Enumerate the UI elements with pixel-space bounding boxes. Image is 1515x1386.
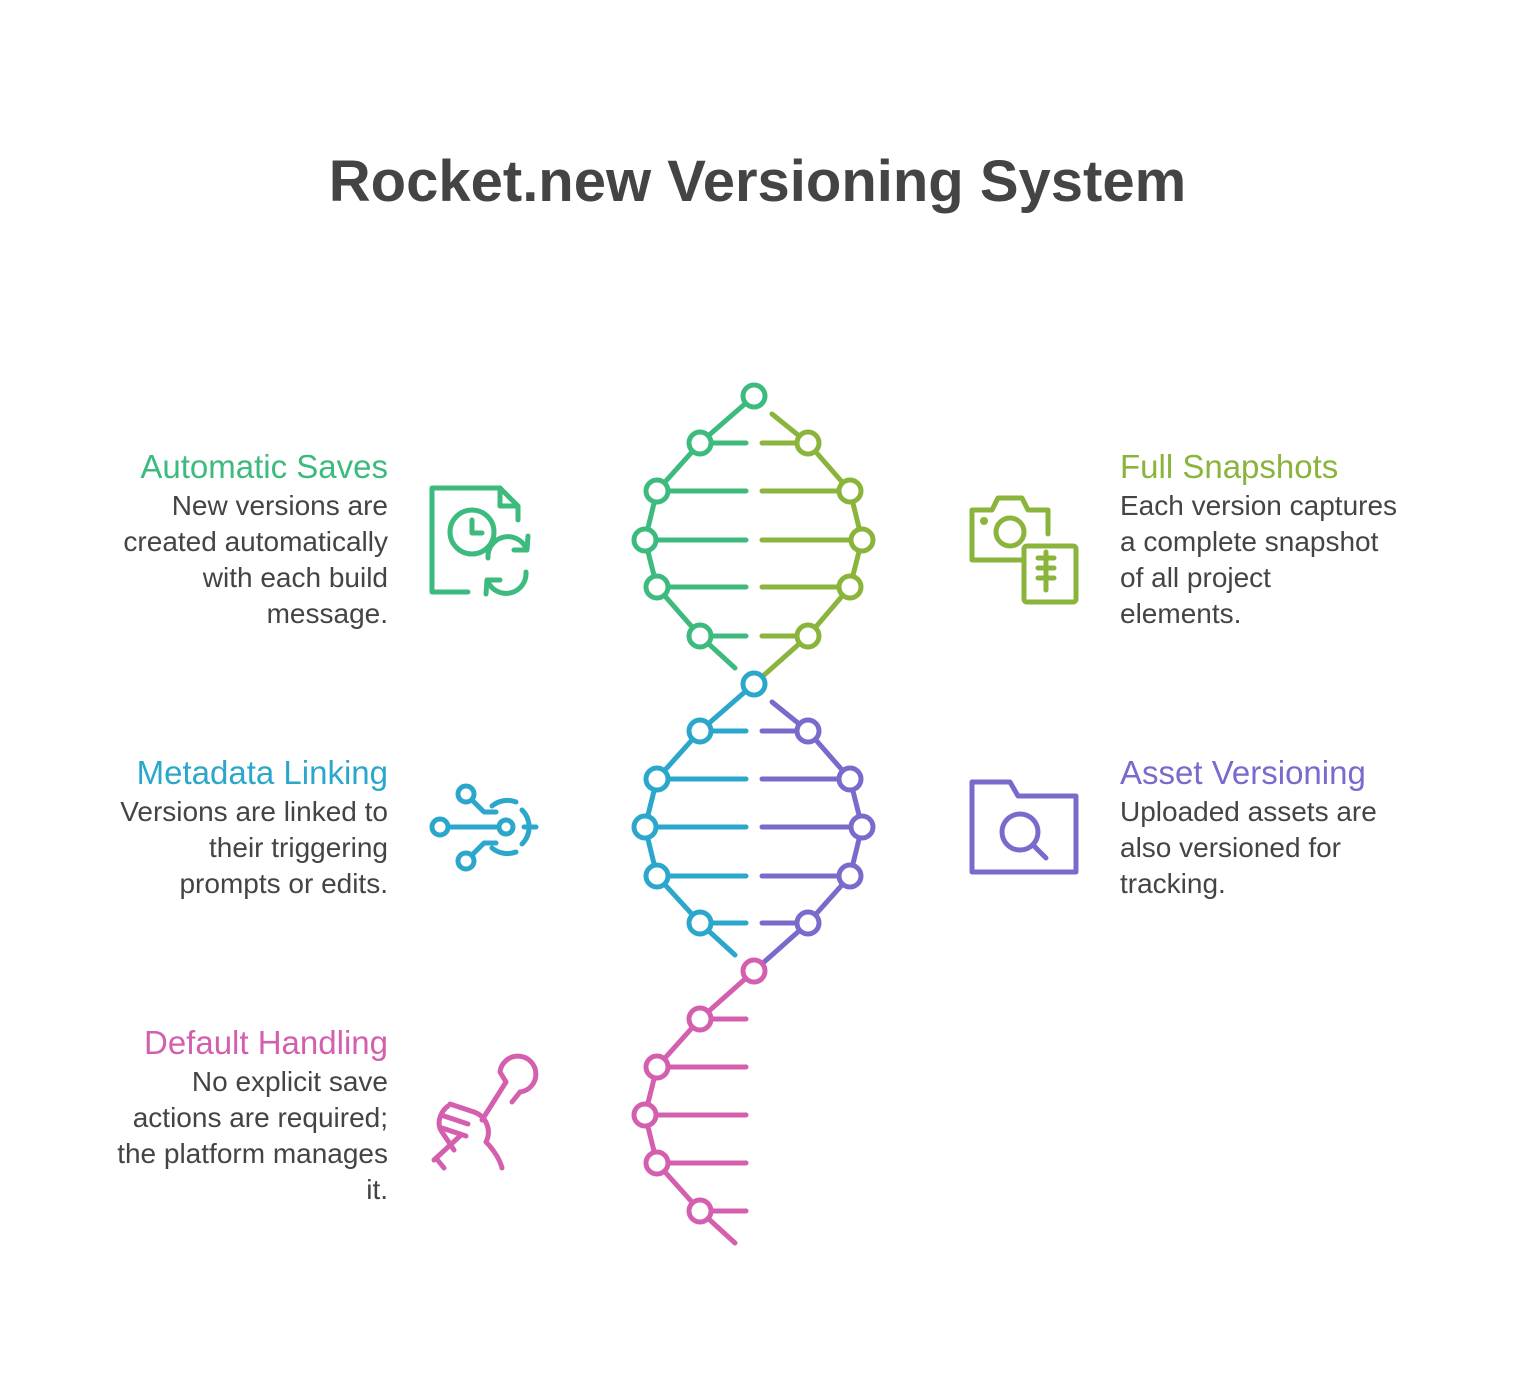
description-line: actions are required; <box>132 1102 388 1133</box>
feature-description: No explicit save actions are required; t… <box>68 1064 388 1208</box>
description-line: it. <box>366 1174 388 1205</box>
description-line: No explicit save <box>191 1066 388 1097</box>
description-line: tracking. <box>1120 868 1226 899</box>
description-line: Uploaded assets are <box>1120 796 1377 827</box>
document-clock-refresh-icon <box>429 485 531 597</box>
feature-full-snapshots: Full Snapshots Each version captures a c… <box>1120 448 1460 632</box>
feature-heading: Metadata Linking <box>136 754 388 791</box>
feature-automatic-saves: Automatic Saves New versions are created… <box>68 448 388 632</box>
description-line: created automatically <box>123 526 388 557</box>
description-line: a complete snapshot <box>1120 526 1379 557</box>
feature-heading: Asset Versioning <box>1120 754 1366 791</box>
description-line: message. <box>266 598 388 629</box>
folder-search-icon <box>969 779 1079 875</box>
description-line: of all project <box>1120 562 1271 593</box>
feature-description: Uploaded assets are also versioned for t… <box>1120 794 1460 902</box>
feature-description: Versions are linked to their triggering … <box>68 794 388 902</box>
description-line: prompts or edits. <box>179 868 388 899</box>
description-line: Each version captures <box>1120 490 1398 521</box>
feature-description: New versions are created automatically w… <box>68 488 388 632</box>
feature-default-handling: Default Handling No explicit save action… <box>68 1024 388 1208</box>
feature-heading: Full Snapshots <box>1120 448 1339 485</box>
feature-description: Each version captures a complete snapsho… <box>1120 488 1460 632</box>
helix-nodes <box>631 382 876 1225</box>
description-line: their triggering <box>209 832 388 863</box>
description-line: Versions are linked to <box>120 796 388 827</box>
feature-asset-versioning: Asset Versioning Uploaded assets are als… <box>1120 754 1460 902</box>
description-line: New versions are <box>171 490 388 521</box>
description-line: the platform manages <box>117 1138 388 1169</box>
feature-heading: Automatic Saves <box>140 448 388 485</box>
camera-archive-icon <box>969 495 1079 605</box>
description-line: with each build <box>202 562 388 593</box>
dna-helix <box>631 382 876 1246</box>
network-target-icon <box>429 783 539 872</box>
page-title: Rocket.new Versioning System <box>328 149 1187 214</box>
feature-metadata-linking: Metadata Linking Versions are linked to … <box>68 754 388 902</box>
hand-wrench-icon <box>431 1053 539 1171</box>
description-line: also versioned for <box>1120 832 1342 863</box>
feature-heading: Default Handling <box>144 1024 388 1061</box>
description-line: elements. <box>1120 598 1242 629</box>
